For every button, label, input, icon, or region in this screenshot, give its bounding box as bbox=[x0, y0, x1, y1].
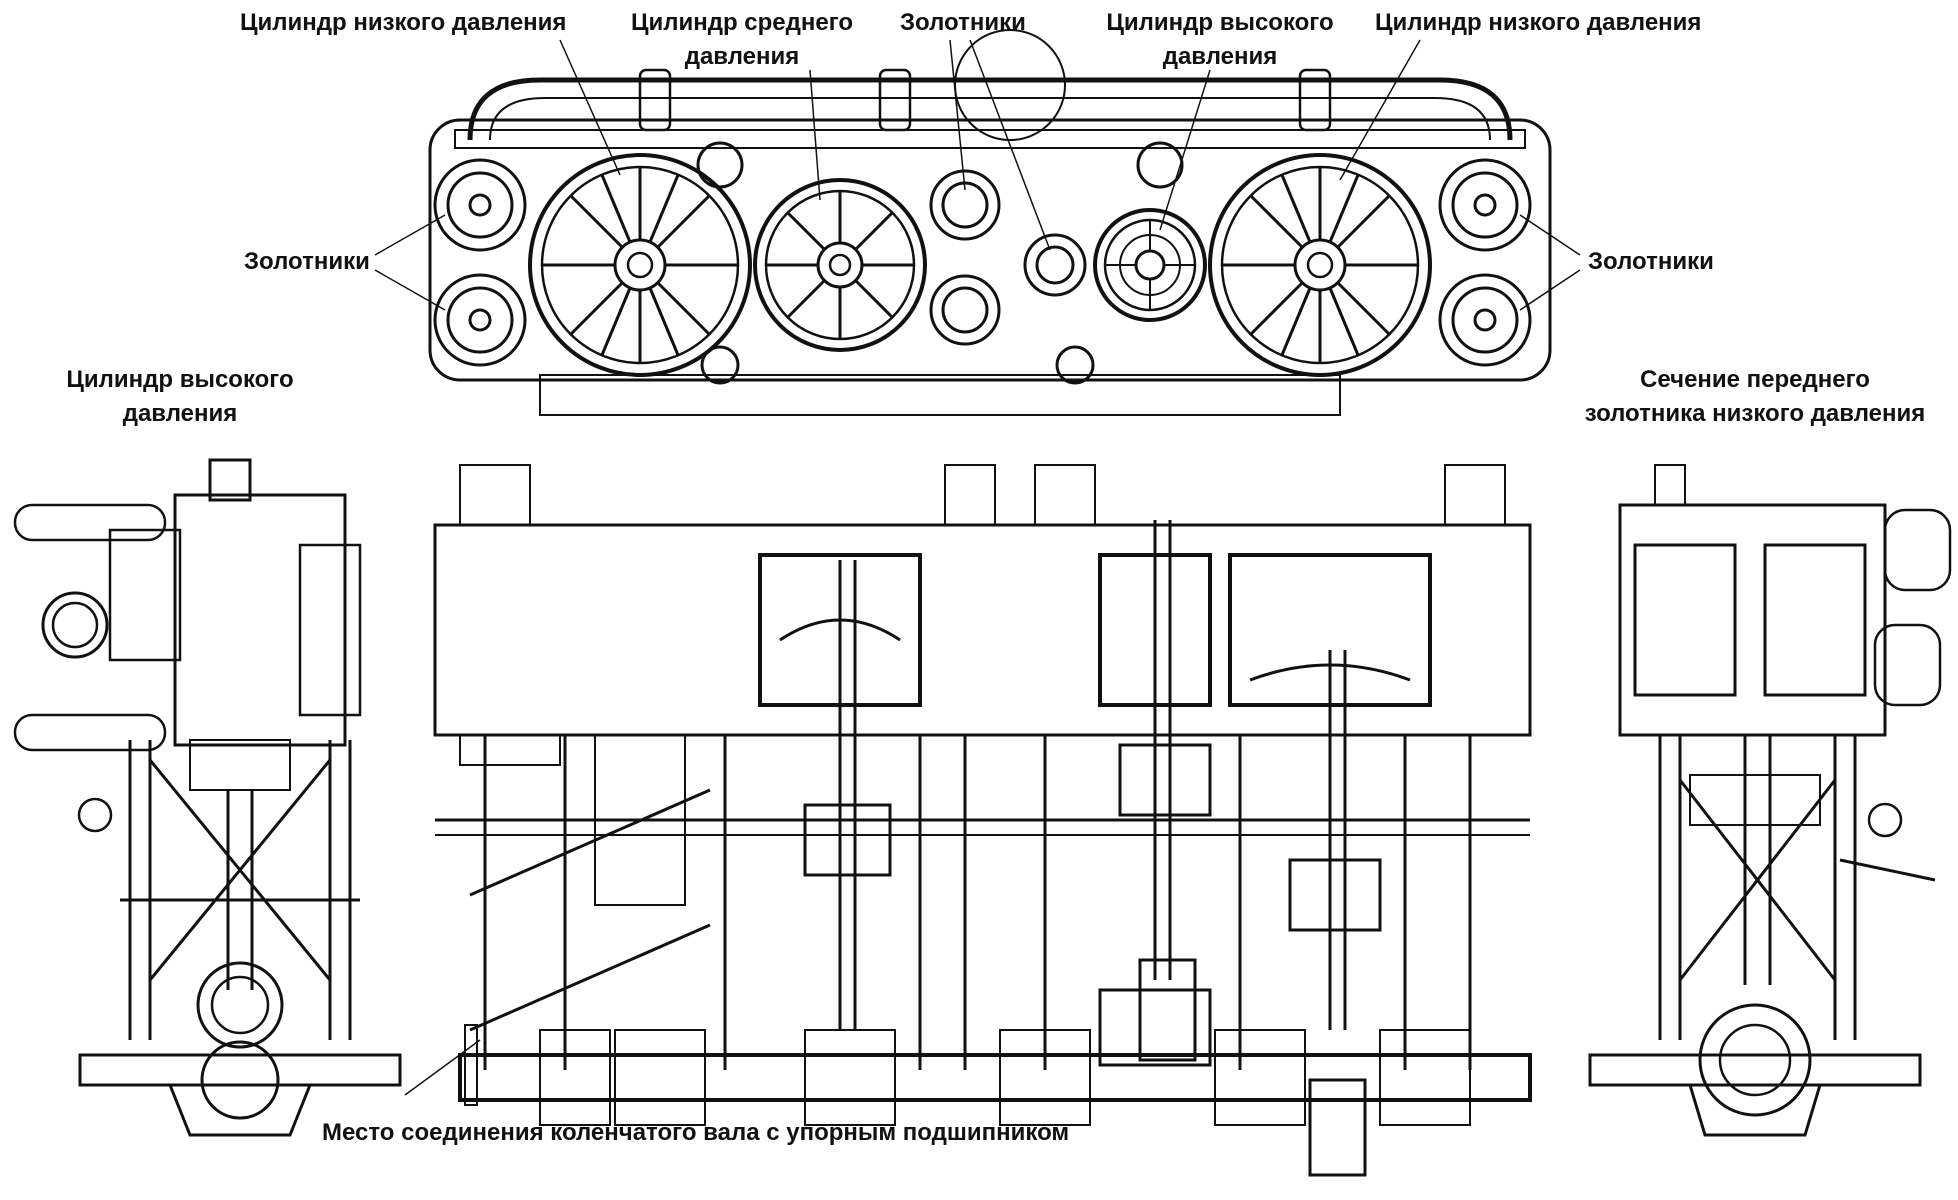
label-hp-cylinder-side: Цилиндр высокого давления bbox=[50, 363, 310, 431]
label-hp-cylinder-top: Цилиндр высокого давления bbox=[1090, 6, 1350, 74]
left-side-view bbox=[13, 458, 402, 1137]
top-lp-cylinder-right bbox=[1208, 153, 1432, 377]
label-hp-cylinder-side-line2: давления bbox=[122, 400, 238, 427]
top-valve-chests bbox=[433, 141, 1532, 385]
label-mp-cylinder-line1: Цилиндр среднего bbox=[630, 9, 854, 36]
label-lp-cylinder-right: Цилиндр низкого давления bbox=[1375, 9, 1702, 36]
label-lp-valve-section-line1: Сечение переднего bbox=[1640, 366, 1870, 393]
label-lp-valve-section: Сечение переднего золотника низкого давл… bbox=[1565, 363, 1945, 431]
top-lp-cylinder-left bbox=[528, 153, 752, 377]
label-mp-cylinder: Цилиндр среднего давления bbox=[612, 6, 872, 74]
leader-lines bbox=[374, 39, 1581, 1096]
label-crankshaft-coupling: Место соединения коленчатого вала с упор… bbox=[322, 1119, 1070, 1146]
label-lp-cylinder-left: Цилиндр низкого давления bbox=[240, 9, 567, 36]
label-hp-cylinder-top-line1: Цилиндр высокого bbox=[1106, 9, 1334, 36]
label-hp-cylinder-side-line1: Цилиндр высокого bbox=[66, 366, 294, 393]
label-hp-cylinder-top-line2: давления bbox=[1162, 43, 1278, 70]
top-plan-view bbox=[428, 29, 1552, 416]
label-valves-right: Золотники bbox=[1588, 248, 1714, 275]
label-lp-valve-section-line2: золотника низкого давления bbox=[1584, 400, 1926, 427]
right-side-view bbox=[1588, 464, 1952, 1137]
label-valves-top: Золотники bbox=[900, 9, 1026, 36]
label-valves-left: Золотники bbox=[244, 248, 370, 275]
top-hp-cylinder bbox=[1093, 208, 1207, 322]
center-elevation-view bbox=[433, 464, 1532, 1177]
top-mp-cylinder bbox=[753, 178, 927, 352]
label-mp-cylinder-line2: давления bbox=[684, 43, 800, 70]
